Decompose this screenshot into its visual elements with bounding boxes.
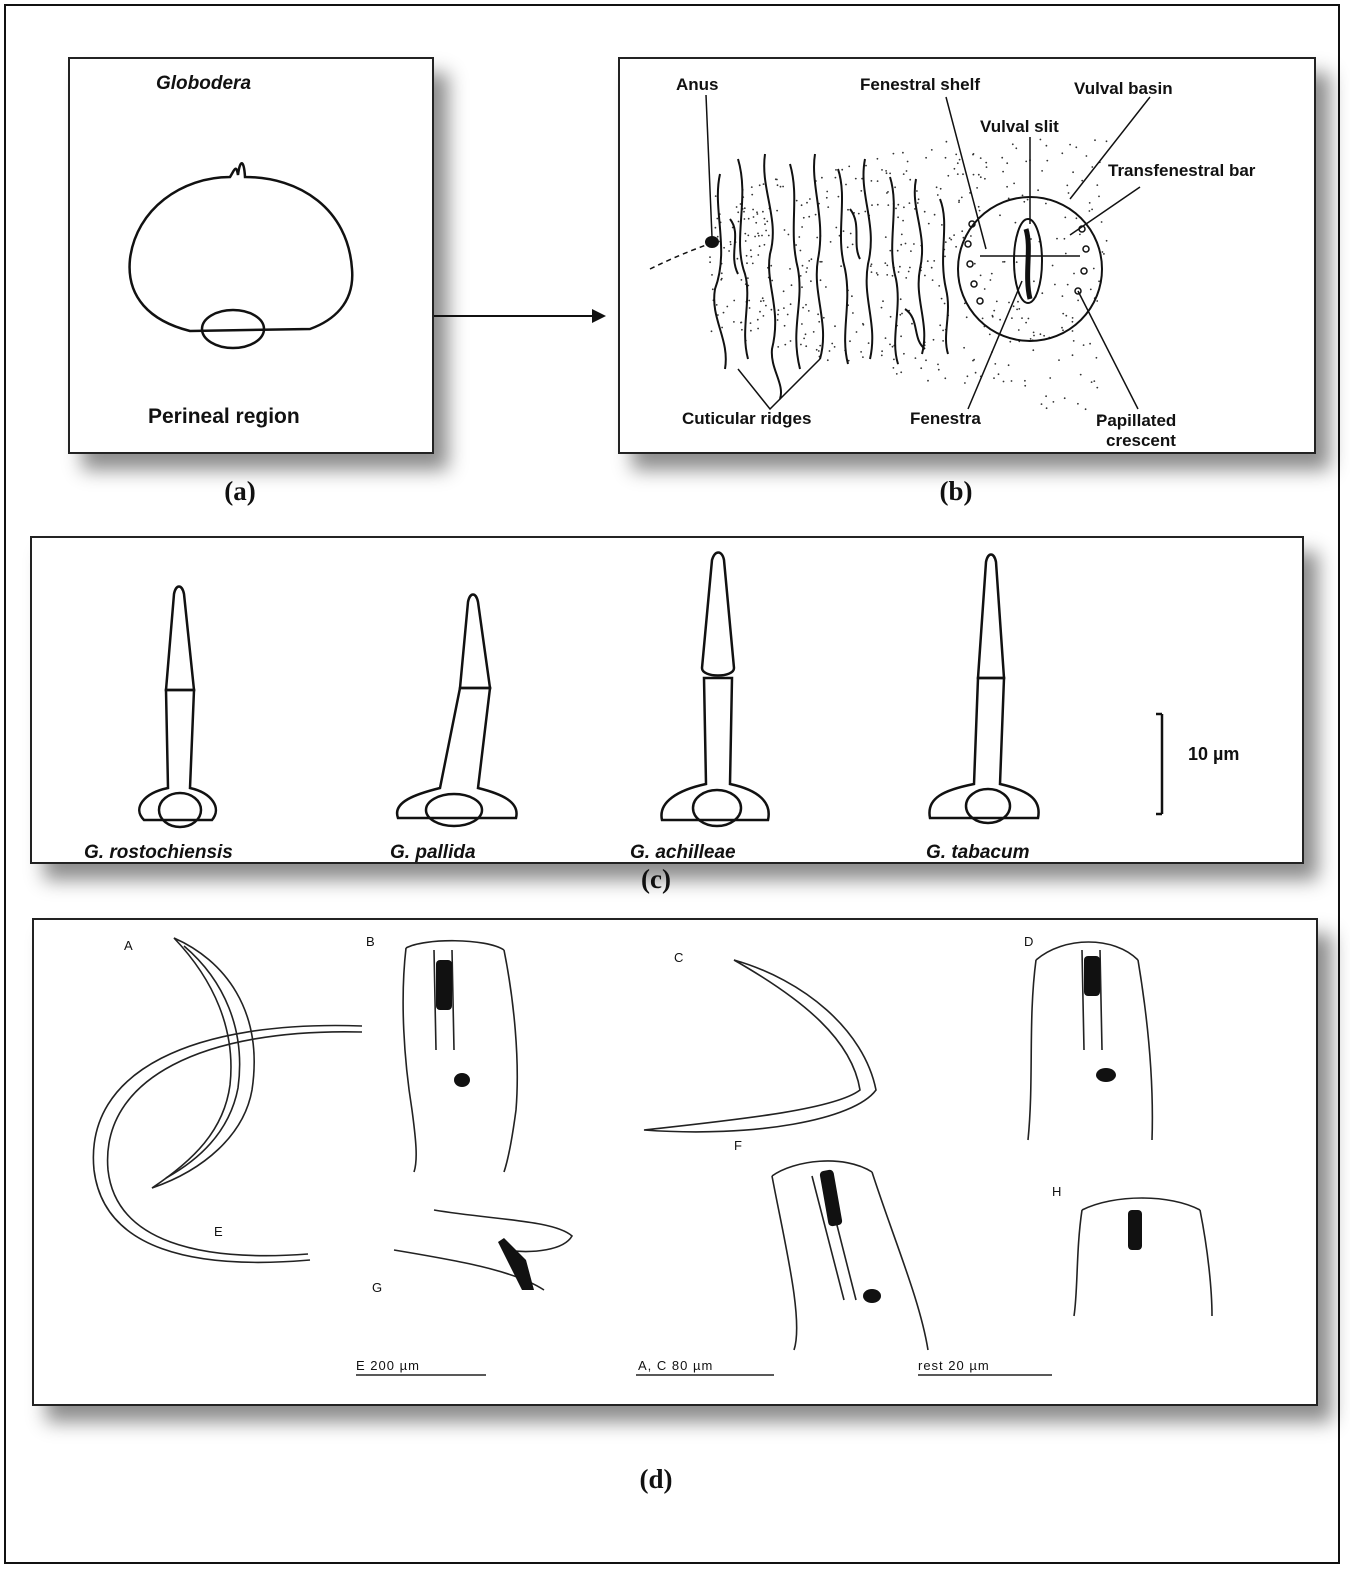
- arrow-a-to-b: [434, 306, 610, 326]
- panel-b: Anus Fenestral shelf Vulval basin Vulval…: [618, 57, 1316, 454]
- caption-b: (b): [916, 476, 996, 507]
- genus-label: Globodera: [156, 73, 251, 95]
- fenestral-shelf-label: Fenestral shelf: [860, 75, 980, 95]
- fenestra-label: Fenestra: [910, 409, 981, 429]
- fig-letter-a: A: [124, 938, 134, 953]
- stylet-drawings: [32, 538, 1302, 862]
- caption-c: (c): [616, 864, 696, 895]
- caption-a: (a): [200, 476, 280, 507]
- perineal-region-label: Perineal region: [148, 405, 300, 429]
- fig-letter-d: D: [1024, 934, 1034, 949]
- crescent-label: crescent: [1106, 431, 1176, 451]
- fig-letter-e: E: [214, 1224, 224, 1239]
- perineal-pattern-drawing: [620, 59, 1314, 452]
- panel-c: 10 µm G. rostochiensis G. pallida G. ach…: [30, 536, 1304, 864]
- scale-10um-label: 10 µm: [1188, 744, 1239, 765]
- vulval-basin-label: Vulval basin: [1074, 79, 1173, 99]
- vulval-slit-label: Vulval slit: [980, 117, 1059, 137]
- scale-ac-label: A, C 80 µm: [638, 1358, 713, 1373]
- panel-a: Globodera Perineal region: [68, 57, 434, 454]
- species-label-achilleae: G. achilleae: [630, 842, 736, 864]
- caption-d: (d): [616, 1464, 696, 1495]
- species-label-pallida: G. pallida: [390, 842, 476, 864]
- fig-letter-b: B: [366, 934, 376, 949]
- cuticular-ridges-label: Cuticular ridges: [682, 409, 811, 429]
- fig-letter-c: C: [674, 950, 684, 965]
- fig-letter-h: H: [1052, 1184, 1062, 1199]
- globodera-cyst-drawing: [70, 59, 432, 452]
- species-label-tabacum: G. tabacum: [926, 842, 1029, 864]
- nematode-drawings: [34, 920, 1316, 1404]
- anus-label: Anus: [676, 75, 719, 95]
- fig-letter-g: G: [372, 1280, 383, 1295]
- species-label-rostochiensis: G. rostochiensis: [84, 842, 233, 864]
- papillated-label: Papillated: [1096, 411, 1176, 431]
- stylet-shapes: [139, 553, 1162, 828]
- scale-rest-label: rest 20 µm: [918, 1358, 990, 1373]
- transfenestral-bar-label: Transfenestral bar: [1108, 161, 1255, 181]
- fig-letter-f: F: [734, 1138, 743, 1153]
- scale-e-label: E 200 µm: [356, 1358, 420, 1373]
- panel-d: A B C D E F G H E 200 µm A, C 80 µm rest…: [32, 918, 1318, 1406]
